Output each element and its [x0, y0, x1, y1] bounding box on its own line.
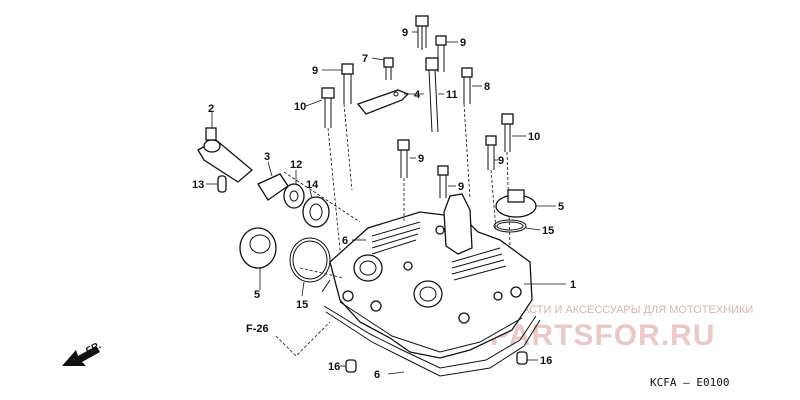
bracket — [356, 57, 410, 115]
left-parts — [197, 127, 331, 283]
callout-14: 14 — [306, 179, 319, 191]
watermark-tagline: ЗАПЧАСТИ И АКСЕССУАРЫ ДЛЯ МОТОТЕХНИКИ — [493, 304, 753, 316]
callout-9: 9 — [498, 155, 504, 167]
callout-10: 10 — [528, 131, 540, 143]
reference-label: F-26 — [246, 323, 269, 335]
callout-4: 4 — [414, 89, 421, 101]
callout-9: 9 — [418, 153, 424, 165]
bolts — [321, 15, 514, 198]
callout-3: 3 — [264, 151, 270, 163]
callout-15: 15 — [542, 225, 554, 237]
callout-2: 2 — [208, 103, 214, 115]
diagram-code: KCFA – E0100 — [650, 376, 729, 389]
direction-label: FR. — [84, 340, 103, 357]
cylinder-head-cover — [329, 193, 533, 359]
leader-lines — [206, 31, 566, 375]
assembly-lines — [283, 103, 511, 279]
callout-10: 10 — [294, 101, 306, 113]
callout-6: 6 — [342, 235, 348, 247]
callout-13: 13 — [192, 179, 204, 191]
watermark: ЗАПЧАСТИ И АКСЕССУАРЫ ДЛЯ МОТОТЕХНИКИ PA… — [490, 304, 753, 352]
callout-15: 15 — [296, 299, 308, 311]
callout-1: 1 — [570, 279, 576, 291]
head-cover-gasket — [321, 279, 541, 377]
callout-9: 9 — [312, 65, 318, 77]
callout-16: 16 — [540, 355, 552, 367]
right-parts — [493, 189, 537, 233]
callout-8: 8 — [484, 81, 490, 93]
front-arrow-icon — [62, 346, 100, 366]
callout-5: 5 — [254, 289, 260, 301]
callout-9: 9 — [402, 27, 408, 39]
callout-11: 11 — [446, 89, 458, 101]
callout-16: 16 — [328, 361, 340, 373]
callout-9: 9 — [458, 181, 464, 193]
callout-7: 7 — [362, 53, 368, 65]
callout-5: 5 — [558, 201, 564, 213]
callout-6: 6 — [374, 369, 380, 381]
callout-9: 9 — [460, 37, 466, 49]
watermark-logo: PARTSFOR.RU — [490, 319, 715, 352]
callouts: 9 9 9 7 4 10 11 8 10 9 9 9 2 3 12 13 14 … — [192, 27, 576, 381]
callout-12: 12 — [290, 159, 302, 171]
